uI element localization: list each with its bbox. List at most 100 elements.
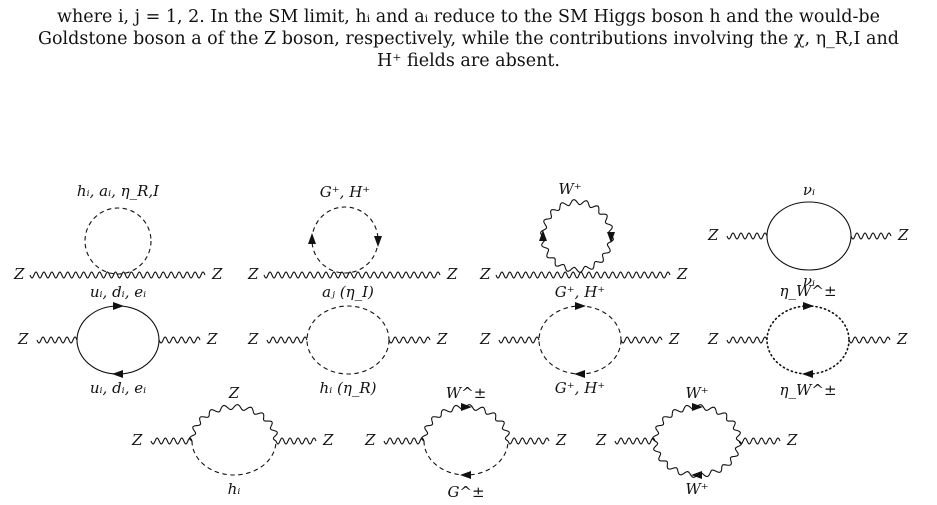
top-label: Z xyxy=(228,384,240,402)
diagram-d6: Z Z aⱼ (η_I) hᵢ (η_R) xyxy=(247,283,448,397)
w-loop-top xyxy=(652,404,741,442)
ext-right-label: Z xyxy=(896,330,908,348)
diagram-d7: Z Z G⁺, H⁺ G⁺, H⁺ xyxy=(479,283,680,397)
arrow-right-icon xyxy=(803,302,814,310)
z-propagator-out xyxy=(850,232,892,240)
z-propagator xyxy=(495,271,671,279)
ext-left-label: Z xyxy=(707,226,719,244)
scalar-loop xyxy=(84,207,152,275)
diagram-d10: Z Z W^± G^± xyxy=(364,384,567,501)
bottom-label: νᵢ xyxy=(803,272,815,290)
arrow-left-icon xyxy=(460,471,471,479)
z-propagator-in xyxy=(36,336,78,344)
caption-paragraph: where i, j = 1, 2. In the SM limit, hᵢ a… xyxy=(22,6,915,72)
scalar-loop xyxy=(306,305,390,375)
bottom-label: G⁺, H⁺ xyxy=(555,379,605,397)
w-loop-top xyxy=(421,404,510,442)
fermion-loop xyxy=(76,305,160,375)
ext-right-label: Z xyxy=(322,431,334,449)
z-propagator-in xyxy=(614,437,656,445)
ext-left-label: Z xyxy=(131,431,143,449)
top-label: νᵢ xyxy=(803,181,815,199)
z-propagator-out xyxy=(388,336,431,344)
diagram-d4: Z Z νᵢ νᵢ xyxy=(707,181,909,290)
ext-right-label: Z xyxy=(211,265,223,283)
arrow-right-icon xyxy=(692,403,703,411)
bottom-label: hᵢ xyxy=(228,480,241,498)
ext-left-label: Z xyxy=(17,330,29,348)
z-propagator-in xyxy=(726,232,768,240)
z-propagator-in xyxy=(266,336,308,344)
w-loop xyxy=(540,199,614,273)
top-label: W⁺ xyxy=(685,384,708,402)
ext-right-label: Z xyxy=(786,431,798,449)
arrow-left-icon xyxy=(112,370,123,378)
arrow-down-icon xyxy=(374,236,382,247)
scalar-loop xyxy=(311,206,379,274)
z-propagator xyxy=(263,271,441,279)
arrow-right-icon xyxy=(575,302,586,310)
paragraph-line-1: where i, j = 1, 2. In the SM limit, hᵢ a… xyxy=(57,7,880,27)
arrow-right-icon xyxy=(113,302,124,310)
z-propagator-out xyxy=(738,437,781,445)
ext-right-label: Z xyxy=(446,265,458,283)
diagram-d2: Z Z G⁺, H⁺ xyxy=(247,183,458,283)
ext-right-label: Z xyxy=(668,330,680,348)
loop-label: W⁺ xyxy=(558,180,581,198)
paragraph-line-2: Goldstone boson a of the Z boson, respec… xyxy=(38,29,899,49)
paragraph-line-3: H⁺ fields are absent. xyxy=(377,51,560,71)
z-propagator-in xyxy=(498,336,540,344)
ext-left-label: Z xyxy=(479,265,491,283)
diagram-d3: Z Z W⁺ xyxy=(479,180,688,283)
diagram-d8: Z Z η_W^± η_W^± xyxy=(707,282,908,399)
top-label: aⱼ (η_I) xyxy=(322,283,374,301)
z-propagator-in xyxy=(726,336,768,344)
z-loop-top xyxy=(189,404,278,442)
ext-right-label: Z xyxy=(897,226,909,244)
diagram-d11: Z Z W⁺ W⁺ xyxy=(595,384,798,498)
top-label: G⁺, H⁺ xyxy=(555,283,605,301)
ext-left-label: Z xyxy=(707,330,719,348)
ext-left-label: Z xyxy=(13,265,25,283)
diagram-d1: Z Z hᵢ, aᵢ, η_R,I xyxy=(13,182,223,283)
bottom-label: W⁺ xyxy=(685,480,708,498)
arrow-up-icon xyxy=(308,233,316,244)
ext-right-label: Z xyxy=(555,431,567,449)
loop-label: G⁺, H⁺ xyxy=(320,183,370,201)
top-label: W^± xyxy=(446,384,487,402)
ext-right-label: Z xyxy=(206,330,218,348)
ext-left-label: Z xyxy=(479,330,491,348)
ext-left-label: Z xyxy=(247,330,259,348)
arrow-left-icon xyxy=(691,471,702,479)
fermion-loop xyxy=(766,201,852,271)
top-label: η_W^± xyxy=(779,282,836,300)
ext-right-label: Z xyxy=(676,265,688,283)
z-propagator-out xyxy=(848,336,891,344)
z-propagator-in xyxy=(383,437,425,445)
arrow-left-icon xyxy=(574,370,585,378)
arrow-down-icon xyxy=(607,232,615,243)
top-label: uᵢ, dᵢ, eᵢ xyxy=(90,283,146,301)
z-propagator-out xyxy=(507,437,550,445)
ghost-loop xyxy=(766,305,850,375)
z-propagator-out xyxy=(620,336,663,344)
z-propagator-out xyxy=(158,336,201,344)
scalar-loop-bottom xyxy=(191,440,277,476)
ext-right-label: Z xyxy=(436,330,448,348)
arrow-left-icon xyxy=(802,370,813,378)
arrow-up-icon xyxy=(539,230,547,241)
z-propagator-in xyxy=(150,437,193,445)
arrow-right-icon xyxy=(461,403,472,411)
scalar-loop xyxy=(538,305,622,375)
ext-left-label: Z xyxy=(595,431,607,449)
diagram-d5: Z Z uᵢ, dᵢ, eᵢ uᵢ, dᵢ, eᵢ xyxy=(17,283,218,397)
ext-left-label: Z xyxy=(364,431,376,449)
ext-left-label: Z xyxy=(247,265,259,283)
bottom-label: G^± xyxy=(447,483,484,501)
bottom-label: uᵢ, dᵢ, eᵢ xyxy=(90,379,146,397)
goldstone-loop-bottom xyxy=(423,440,509,476)
z-propagator xyxy=(29,271,206,279)
bottom-label: η_W^± xyxy=(779,381,836,399)
z-propagator-out xyxy=(275,437,317,445)
